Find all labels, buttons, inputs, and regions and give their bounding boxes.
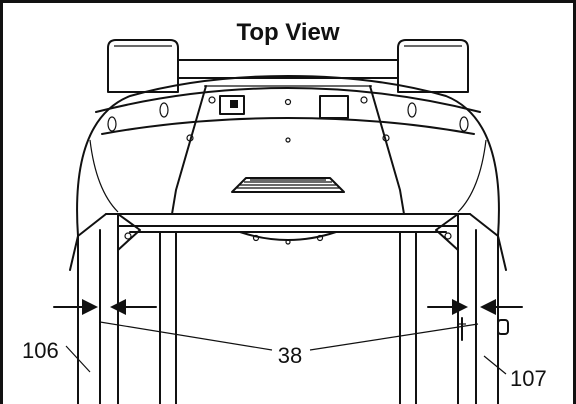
speaker-grille bbox=[231, 177, 345, 193]
callout-38: 38 bbox=[278, 343, 302, 368]
right-handle-block bbox=[397, 39, 469, 93]
key-slot bbox=[219, 95, 245, 115]
right-gap-arrows bbox=[427, 299, 523, 315]
right-upright-knob bbox=[497, 319, 509, 335]
console-shell bbox=[76, 75, 500, 237]
console-screw-holes bbox=[186, 96, 390, 143]
left-upright bbox=[77, 229, 119, 404]
display-window bbox=[319, 95, 349, 119]
leader-38-left bbox=[99, 321, 273, 351]
upright-crossbar bbox=[117, 213, 459, 251]
treadmill-rails bbox=[159, 231, 417, 404]
diagram-title: Top View bbox=[236, 19, 339, 46]
leader-106 bbox=[65, 345, 91, 373]
leader-38-right bbox=[309, 323, 479, 351]
right-upright bbox=[457, 229, 509, 404]
callout-107: 107 bbox=[510, 366, 547, 391]
left-gap-arrows bbox=[53, 299, 157, 315]
callout-106: 106 bbox=[22, 338, 59, 363]
left-handle-block bbox=[107, 39, 179, 93]
leader-107 bbox=[483, 355, 507, 375]
